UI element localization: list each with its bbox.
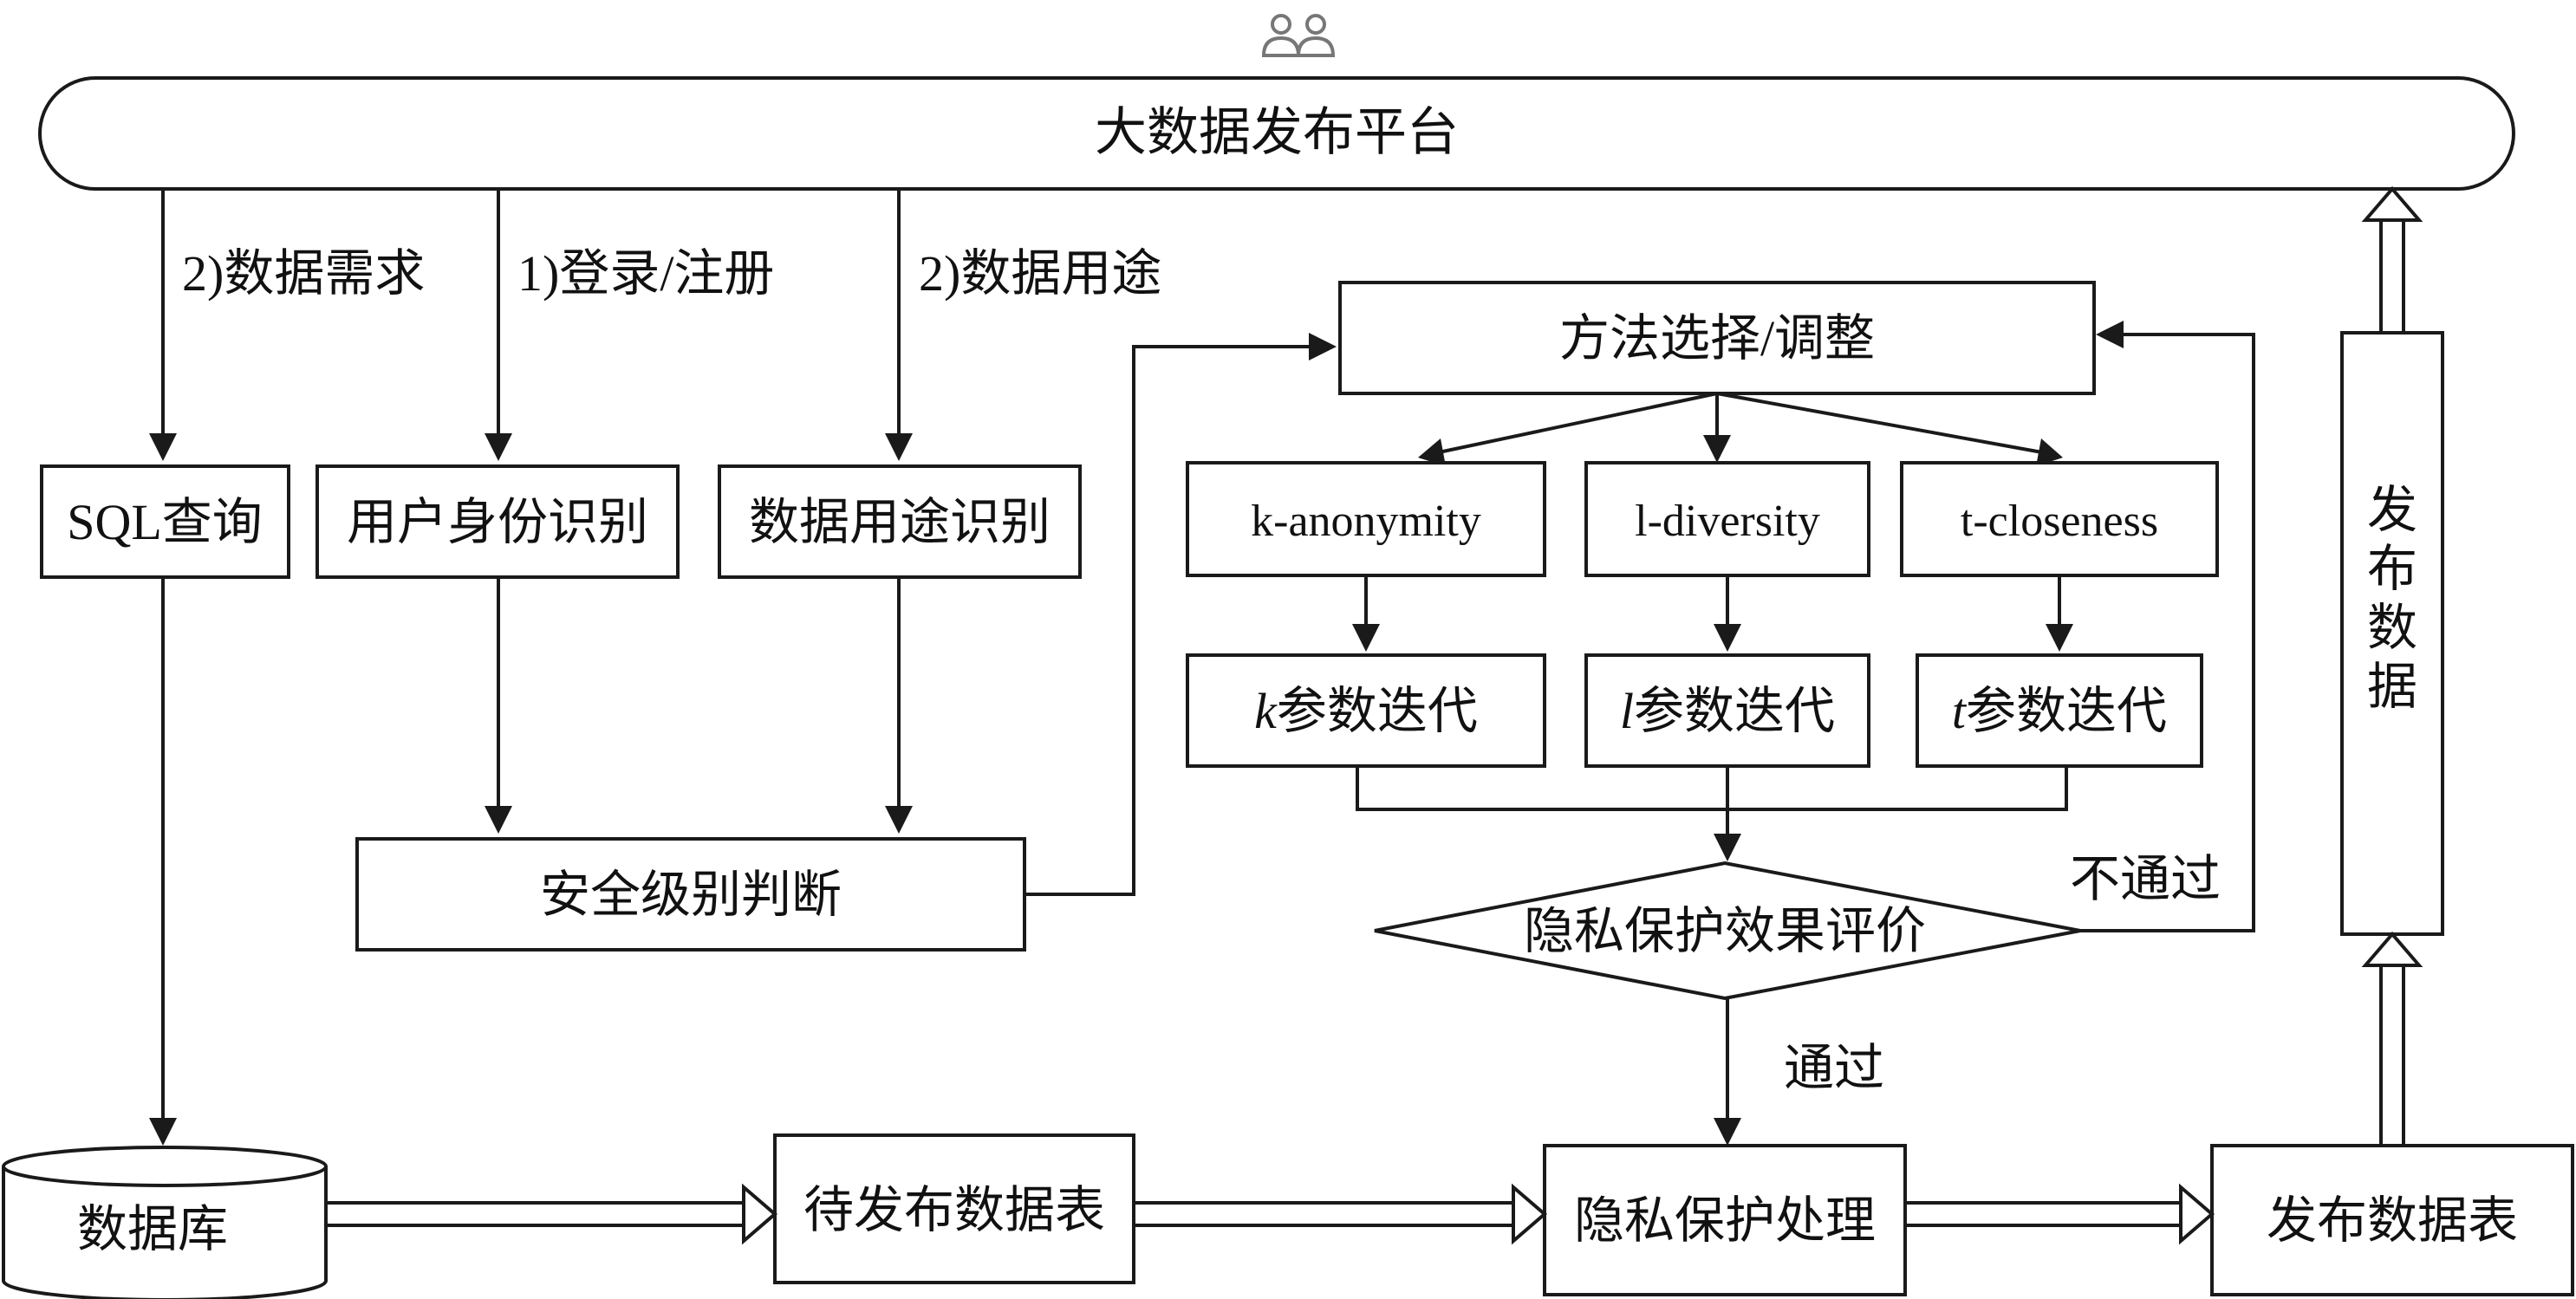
label-login: 1)登录/注册	[517, 245, 774, 302]
database-cylinder	[2, 1146, 328, 1299]
user-identity-label: 用户身份识别	[347, 494, 648, 550]
arrowhead	[485, 433, 512, 461]
t-iteration-box	[1916, 653, 2203, 768]
arrowhead	[1418, 438, 1446, 466]
iter-suffix: 参数迭代	[1634, 683, 1835, 739]
arrowhead	[885, 433, 913, 461]
publish-data-char-3: 数	[2367, 600, 2417, 656]
arrowhead	[1714, 624, 1741, 652]
method-select-box	[1338, 281, 2096, 395]
label-pass: 通过	[1784, 1040, 1884, 1096]
arrow-method-to-k	[1438, 392, 1718, 454]
arrowhead	[2046, 624, 2073, 652]
l-iteration-box	[1584, 653, 1870, 768]
arrowhead	[1703, 435, 1731, 463]
arrowhead	[885, 806, 913, 834]
iter-suffix: 参数迭代	[1966, 683, 2167, 739]
hollow-arrow-pending-to-process	[1134, 1183, 1548, 1245]
pending-table-box	[773, 1133, 1135, 1284]
database-label: 数据库	[77, 1201, 228, 1257]
k-iteration-box	[1186, 653, 1546, 768]
platform-title: 大数据发布平台	[1095, 104, 1459, 161]
l-iteration-label: l参数迭代	[1620, 683, 1835, 739]
l-diversity-label: l-diversity	[1635, 497, 1820, 546]
arrowhead	[149, 433, 177, 461]
method-select-label: 方法选择/调整	[1559, 310, 1875, 367]
l-diversity-box	[1584, 461, 1870, 577]
sql-query-box	[40, 464, 290, 579]
users-icon	[1261, 14, 1336, 57]
arrowhead	[1352, 624, 1380, 652]
arrow-method-to-t	[1716, 392, 2043, 454]
arrowhead	[1714, 834, 1741, 861]
publish-data-column	[2340, 331, 2444, 936]
sql-query-label: SQL查询	[67, 494, 263, 550]
privacy-process-label: 隐私保护处理	[1574, 1192, 1876, 1249]
user-identity-box	[315, 464, 680, 579]
publish-data-char-2: 布	[2367, 541, 2417, 597]
hollow-arrow-publish-up	[2361, 931, 2423, 1146]
evaluation-label: 隐私保护效果评价	[1524, 903, 1926, 959]
hollow-arrow-process-to-publish	[1905, 1183, 2215, 1245]
privacy-process-box	[1543, 1144, 1907, 1296]
arrow-security-to-method	[1025, 345, 1317, 896]
publish-data-char-1: 发	[2367, 482, 2417, 538]
publish-table-label: 发布数据表	[2267, 1192, 2518, 1249]
t-param-symbol: t	[1952, 683, 1968, 739]
hollow-arrow-column-up	[2361, 185, 2423, 333]
k-param-symbol: k	[1254, 683, 1278, 739]
label-data-usage: 2)数据用途	[919, 245, 1161, 302]
usage-identify-box	[718, 464, 1082, 579]
t-closeness-label: t-closeness	[1961, 497, 2158, 546]
iter-suffix: 参数迭代	[1277, 683, 1478, 739]
security-level-label: 安全级别判断	[540, 867, 842, 923]
pending-table-label: 待发布数据表	[803, 1182, 1105, 1238]
l-param-symbol: l	[1620, 683, 1634, 739]
publish-data-char-4: 据	[2367, 659, 2417, 715]
t-closeness-box	[1900, 461, 2219, 577]
arrowhead	[149, 1118, 177, 1146]
arrowhead	[1714, 1118, 1741, 1146]
platform-bar	[38, 76, 2515, 191]
k-anonymity-box	[1186, 461, 1546, 577]
arrowhead	[485, 806, 512, 834]
publish-table-box	[2210, 1144, 2574, 1296]
arrowhead	[1309, 333, 1337, 360]
arrow-fail-loop	[2080, 333, 2255, 932]
hollow-arrow-db-to-pending	[326, 1183, 778, 1245]
k-anonymity-label: k-anonymity	[1251, 497, 1481, 546]
t-iteration-label: t参数迭代	[1952, 683, 2167, 739]
merge-lines	[1356, 766, 2068, 844]
arrowhead	[2036, 438, 2063, 466]
label-data-demand: 2)数据需求	[182, 245, 425, 302]
label-fail: 不通过	[2070, 851, 2221, 907]
k-iteration-label: k参数迭代	[1254, 683, 1478, 739]
arrowhead	[2096, 321, 2124, 348]
usage-identify-label: 数据用途识别	[749, 494, 1051, 550]
